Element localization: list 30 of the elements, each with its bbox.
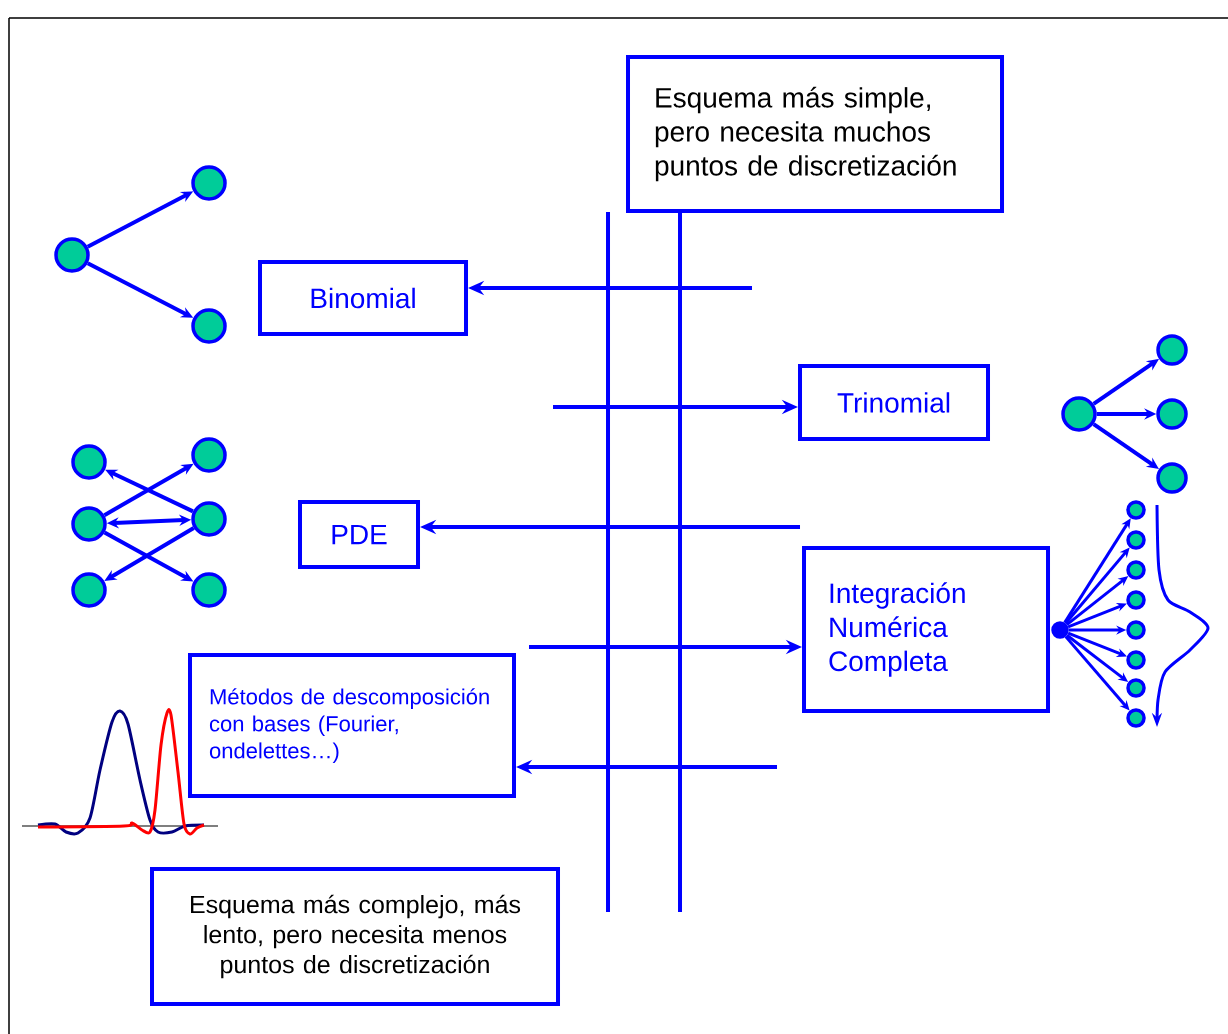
lattice-node: [1126, 650, 1146, 670]
lattice-node: [1156, 462, 1188, 494]
lattice-node: [1126, 530, 1146, 550]
note-box: Esquema más simple, pero necesita muchos puntos de discretización: [626, 55, 1004, 213]
lattice-node: [1156, 334, 1188, 366]
lattice-node: [54, 237, 90, 273]
method-box: Métodos de descomposición con bases (Fourier, ondelettes…): [188, 653, 516, 798]
method-box: PDE: [298, 500, 420, 569]
lattice-node: [1126, 708, 1146, 728]
lattice-node: [191, 501, 227, 537]
source-dot: [1051, 621, 1069, 639]
lattice-node: [71, 506, 107, 542]
lattice-node: [1126, 678, 1146, 698]
lattice-node: [191, 308, 227, 344]
lattice-node: [1156, 398, 1188, 430]
lattice-node: [191, 437, 227, 473]
lattice-node: [71, 572, 107, 608]
lattice-node: [191, 165, 227, 201]
lattice-node: [1061, 396, 1097, 432]
method-box: Trinomial: [798, 364, 990, 441]
lattice-node: [1126, 500, 1146, 520]
note-box: Esquema más complejo, más lento, pero necesita menos puntos de discretización: [150, 867, 560, 1006]
vertical-line: [678, 213, 682, 912]
lattice-node: [1126, 590, 1146, 610]
lattice-node: [1126, 560, 1146, 580]
method-box: Binomial: [258, 260, 468, 336]
lattice-node: [1126, 620, 1146, 640]
lattice-node: [71, 444, 107, 480]
method-box: Integración Numérica Completa: [802, 546, 1050, 713]
lattice-node: [191, 572, 227, 608]
